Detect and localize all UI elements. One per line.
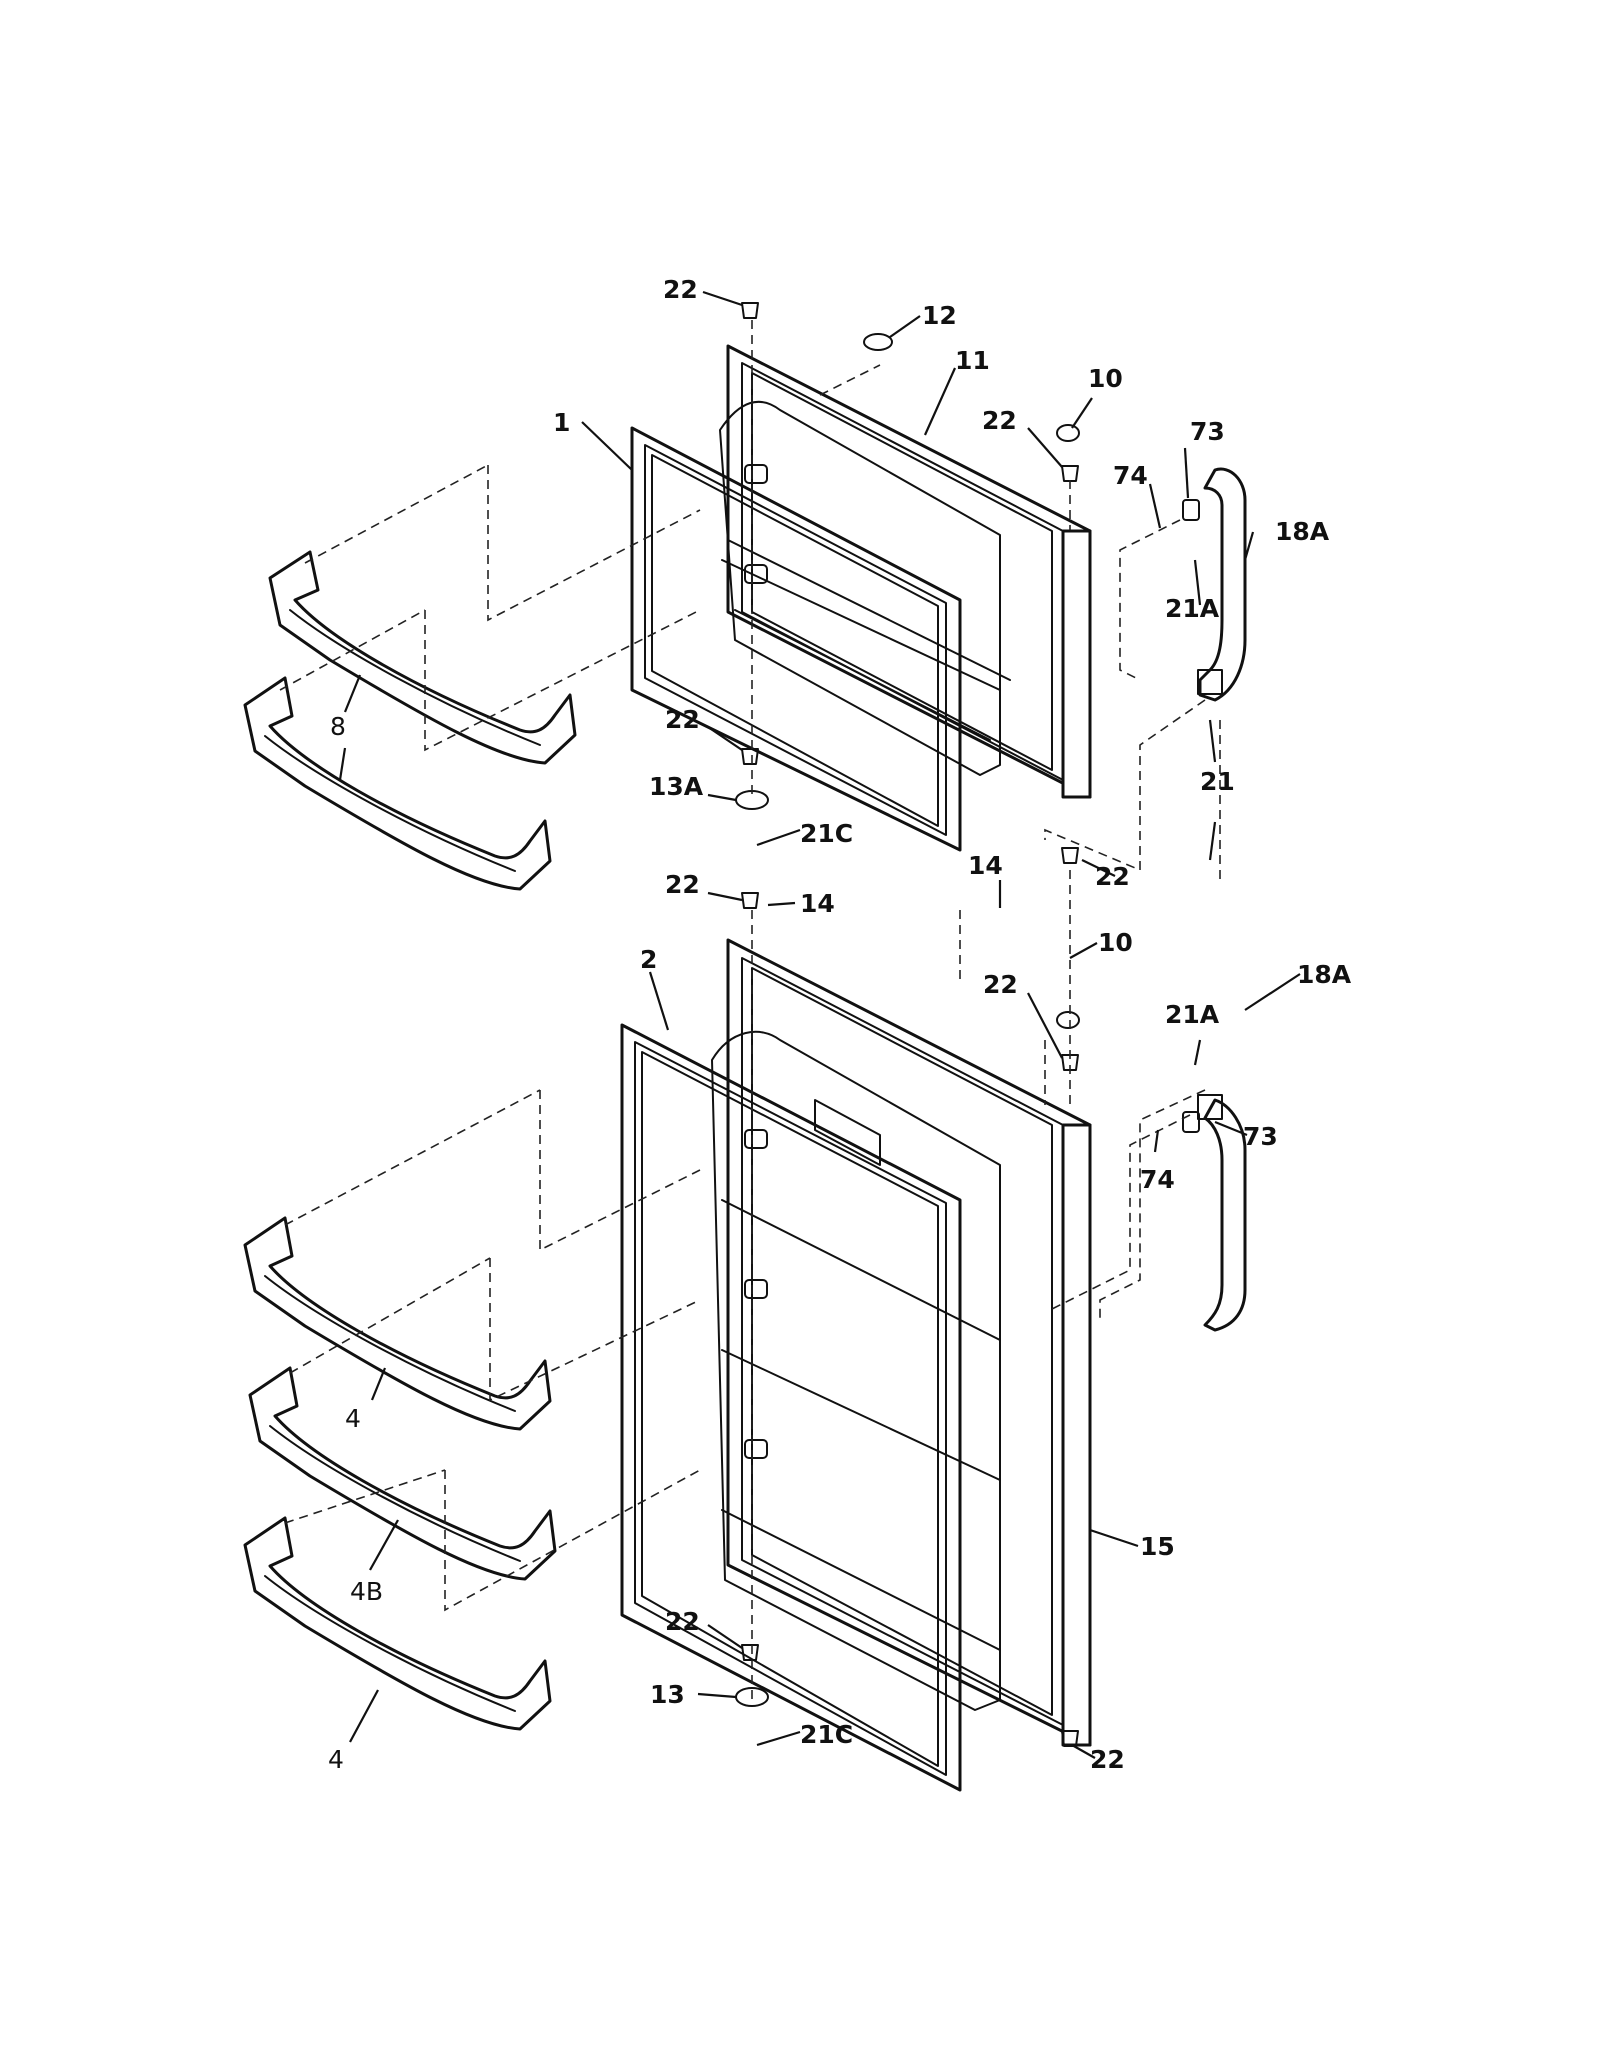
- callout-22: 22: [665, 870, 700, 899]
- callout-4B: 4B: [350, 1577, 383, 1606]
- fresh-food-door-outer-panel: [726, 938, 1092, 1747]
- callout-21A: 21A: [1165, 594, 1220, 623]
- callout-13A: 13A: [649, 772, 704, 801]
- callout-labels: 22 12 11 10 22 1 73 74 18A 21A 8 22 13A …: [328, 275, 1352, 1774]
- callout-10: 10: [1098, 928, 1133, 957]
- callout-15: 15: [1140, 1532, 1175, 1561]
- callout-21C: 21C: [800, 819, 853, 848]
- callout-18A: 18A: [1275, 517, 1330, 546]
- callout-13: 13: [650, 1680, 685, 1709]
- callout-73: 73: [1190, 417, 1225, 446]
- callout-11: 11: [955, 346, 990, 375]
- callout-22: 22: [1090, 1745, 1125, 1774]
- callout-10: 10: [1088, 364, 1123, 393]
- callout-leader-lines: [338, 290, 1301, 1759]
- callout-8: 8: [330, 712, 346, 741]
- callout-21: 21: [1200, 767, 1235, 796]
- freezer-door-liner: [719, 400, 1011, 776]
- callout-4: 4: [328, 1745, 344, 1774]
- callout-22: 22: [1095, 862, 1130, 891]
- handle-mount-clip-icon: [1182, 499, 1200, 1133]
- callout-74: 74: [1113, 461, 1148, 490]
- callout-18A: 18A: [1297, 960, 1352, 989]
- callout-1: 1: [553, 408, 570, 437]
- callout-73: 73: [1243, 1122, 1278, 1151]
- fresh-food-shelf-top: [243, 1216, 552, 1431]
- callout-22: 22: [983, 970, 1018, 999]
- fresh-food-door-liner: [711, 1030, 1001, 1711]
- callout-14: 14: [968, 851, 1003, 880]
- callout-21C: 21C: [800, 1720, 853, 1749]
- callout-22: 22: [665, 1607, 700, 1636]
- callout-21A: 21A: [1165, 1000, 1220, 1029]
- plug-button-icon: [863, 333, 1080, 1029]
- fresh-food-door-gasket: [620, 1023, 962, 1792]
- callout-22: 22: [663, 275, 698, 304]
- callout-12: 12: [922, 301, 957, 330]
- callout-22: 22: [982, 406, 1017, 435]
- callout-2: 2: [640, 945, 657, 974]
- callout-4: 4: [345, 1404, 361, 1433]
- freezer-shelf-upper: [268, 550, 577, 765]
- callout-14: 14: [800, 889, 835, 918]
- callout-74: 74: [1140, 1165, 1175, 1194]
- freezer-shelf-lower: [243, 676, 552, 891]
- fresh-food-shelf-bottom: [243, 1516, 552, 1731]
- callout-22: 22: [665, 705, 700, 734]
- assembly-guide-lines: [279, 320, 1221, 1700]
- fresh-food-handle: [1197, 1094, 1247, 1332]
- freezer-handle: [1197, 467, 1247, 702]
- freezer-door-gasket: [630, 426, 962, 852]
- freezer-door-outer-panel: [726, 344, 1092, 799]
